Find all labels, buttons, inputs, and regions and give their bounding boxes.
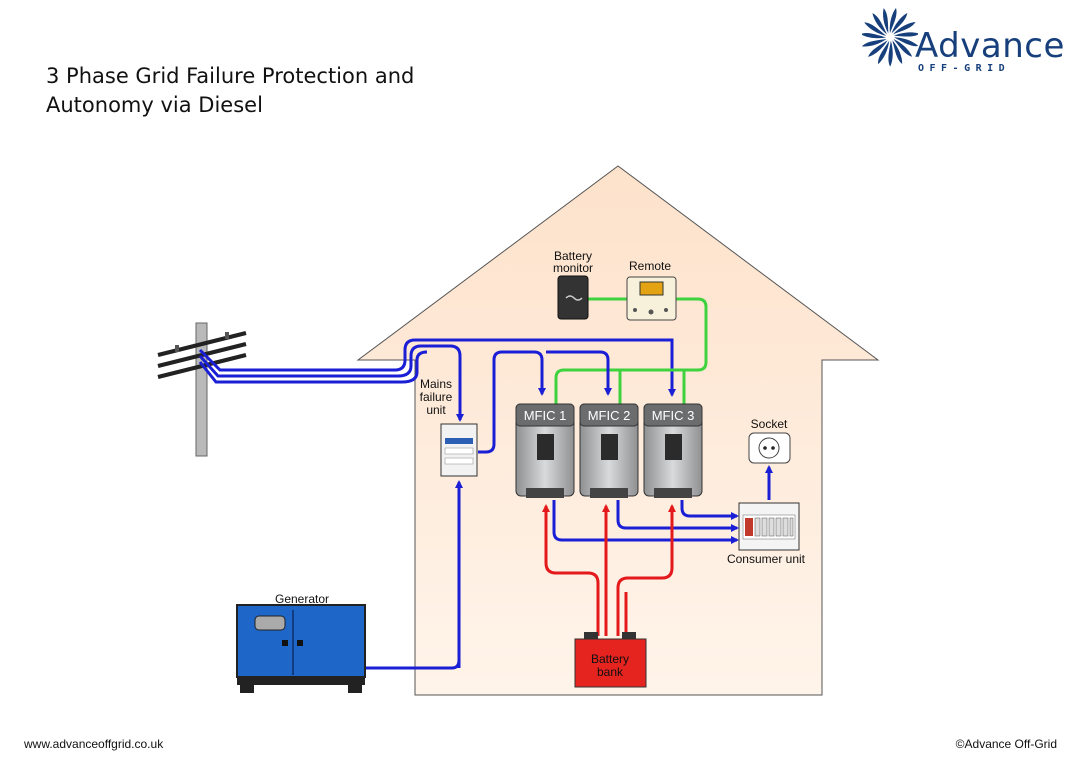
remote-panel: Remote: [626, 259, 677, 321]
spiral-fan-icon: [862, 8, 918, 67]
mfic3-label: MFIC 3: [652, 408, 695, 423]
grid-cables: [198, 338, 676, 422]
battery-monitor: Battery monitor: [553, 249, 593, 320]
dc-wiring: [542, 504, 676, 636]
mfic-inverter-1: MFIC 1: [515, 403, 575, 498]
consumer-unit-label: Consumer unit: [727, 552, 806, 566]
generator-label: Generator: [275, 592, 329, 606]
mains-failure-unit: Mains failure unit: [420, 377, 478, 477]
logo-wordmark: Advance: [915, 26, 1065, 66]
mains-label-2: failure: [420, 390, 453, 404]
mfic2-label: MFIC 2: [588, 408, 631, 423]
copyright-notice: ©Advance Off-Grid: [955, 737, 1057, 751]
title-line-2: Autonomy via Diesel: [46, 93, 263, 117]
mfic-inverter-3: MFIC 3: [643, 403, 703, 498]
remote-label: Remote: [629, 259, 671, 273]
consumer-unit: Consumer unit: [727, 502, 806, 566]
generator: Generator: [236, 592, 366, 693]
title-line-1: 3 Phase Grid Failure Protection and: [46, 64, 415, 88]
page-title: 3 Phase Grid Failure Protection and Auto…: [46, 62, 414, 120]
battery-monitor-label-2: monitor: [553, 261, 593, 275]
communication-cables: [554, 297, 708, 404]
mfic-inverter-2: MFIC 2: [579, 403, 639, 498]
mains-label-1: Mains: [420, 377, 452, 391]
advance-logo: Advance OFF-GRID: [862, 4, 1072, 76]
power-socket-icon: Socket: [748, 417, 791, 464]
ac-wiring: [365, 350, 773, 670]
battery-bank-label-1: Battery: [591, 652, 629, 666]
mfic1-label: MFIC 1: [524, 408, 567, 423]
logo-tagline: OFF-GRID: [918, 63, 1011, 74]
battery-bank: Battery bank: [574, 632, 647, 688]
battery-bank-label-2: bank: [597, 665, 624, 679]
website-link[interactable]: www.advanceoffgrid.co.uk: [24, 737, 164, 751]
mains-label-3: unit: [426, 403, 446, 417]
battery-monitor-label-1: Battery: [554, 249, 592, 263]
power-pole-icon: [157, 322, 247, 457]
socket-label: Socket: [751, 417, 788, 431]
